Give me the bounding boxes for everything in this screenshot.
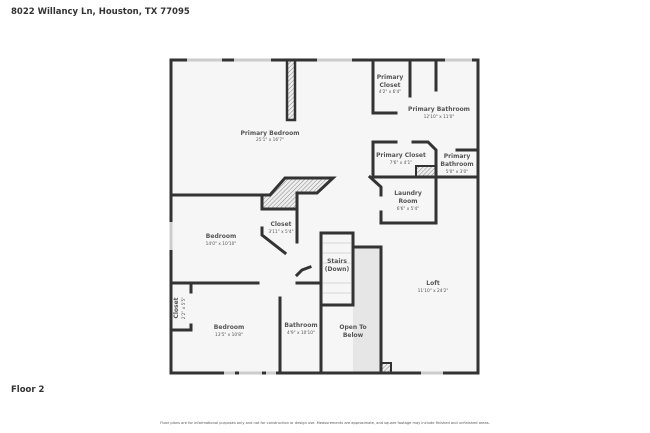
svg-text:4'2" x 6'4": 4'2" x 6'4"	[379, 89, 402, 95]
svg-text:3'11" x 5'4": 3'11" x 5'4"	[268, 229, 293, 235]
svg-text:Bedroom: Bedroom	[206, 233, 236, 240]
svg-text:Open To: Open To	[339, 324, 366, 331]
svg-text:13'5" x 10'8": 13'5" x 10'8"	[215, 332, 243, 338]
svg-text:Primary Closet: Primary Closet	[376, 152, 426, 159]
svg-text:7'6" x 4'1": 7'6" x 4'1"	[390, 160, 413, 166]
open-to-below-area	[353, 247, 381, 373]
svg-text:Closet: Closet	[379, 82, 400, 89]
svg-text:Bedroom: Bedroom	[214, 324, 244, 331]
svg-text:11'10" x 24'2": 11'10" x 24'2"	[418, 288, 449, 294]
svg-text:Laundry: Laundry	[394, 190, 422, 197]
svg-text:6'6" x 5'4": 6'6" x 5'4"	[397, 206, 420, 212]
svg-text:14'0" x 10'10": 14'0" x 10'10"	[206, 241, 237, 247]
walls	[169, 58, 480, 375]
svg-text:2'2" x 5'5": 2'2" x 5'5"	[181, 297, 187, 320]
svg-text:Primary: Primary	[377, 74, 404, 81]
windows	[169, 58, 472, 375]
svg-text:Stairs: Stairs	[327, 258, 347, 265]
floor-area	[171, 60, 478, 373]
column	[285, 58, 297, 122]
svg-text:Primary Bedroom: Primary Bedroom	[240, 130, 299, 137]
svg-text:5'0" x 3'0": 5'0" x 3'0"	[446, 169, 469, 175]
svg-text:4'9" x 10'10": 4'9" x 10'10"	[287, 330, 315, 336]
svg-text:Below: Below	[343, 332, 364, 339]
svg-text:Closet: Closet	[173, 297, 180, 318]
svg-text:Room: Room	[398, 198, 417, 205]
svg-text:Primary: Primary	[444, 153, 471, 160]
disclaimer: Floor plans are for informational purpos…	[160, 421, 490, 425]
svg-text:Primary Bathroom: Primary Bathroom	[408, 106, 470, 113]
svg-text:Loft: Loft	[426, 280, 440, 287]
svg-text:Closet: Closet	[270, 221, 291, 228]
address-title: 8022 Willancy Ln, Houston, TX 77095	[11, 7, 190, 17]
stair-treads	[323, 242, 351, 294]
svg-text:25'1" x 16'7": 25'1" x 16'7"	[256, 137, 284, 143]
hatched-box	[415, 165, 437, 178]
svg-text:12'10" x 11'0": 12'10" x 11'0"	[424, 114, 455, 120]
svg-text:Bathroom: Bathroom	[284, 322, 317, 329]
svg-text:(Down): (Down)	[325, 266, 350, 273]
floor-label: Floor 2	[11, 385, 45, 395]
svg-text:Bathroom: Bathroom	[440, 161, 473, 168]
